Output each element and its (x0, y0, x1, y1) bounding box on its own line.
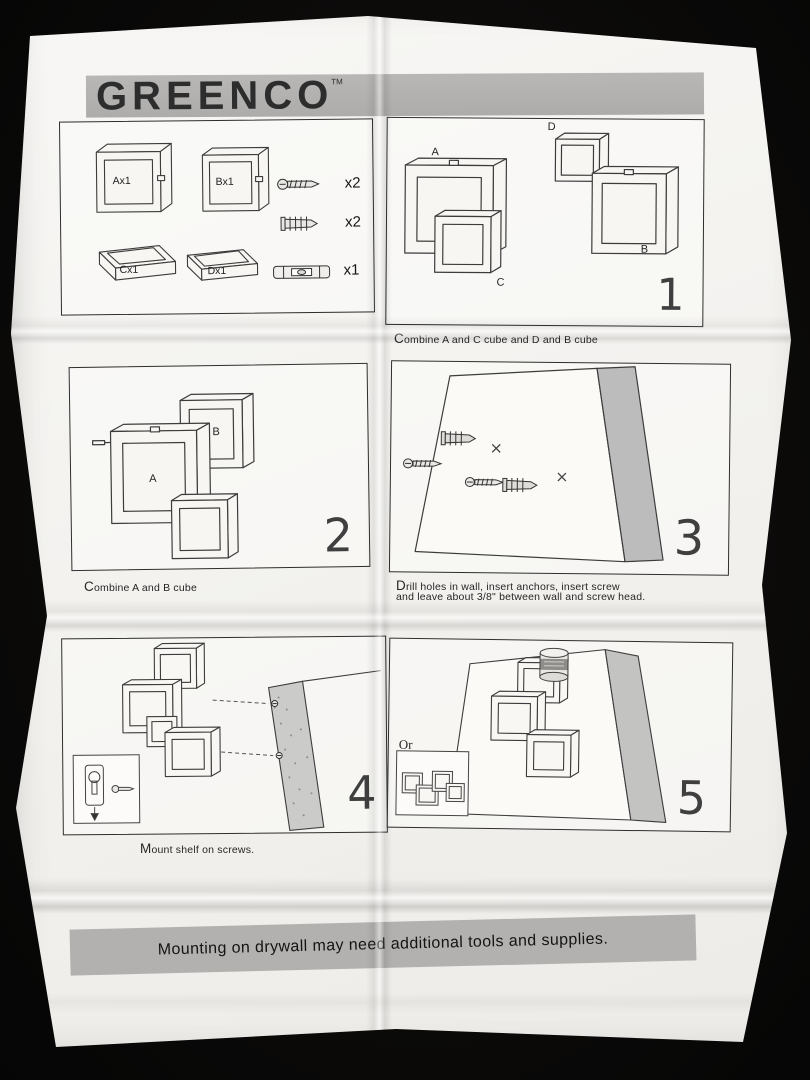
brand-banner: GREENCO TM (85, 72, 705, 119)
step-2-number: 2 (323, 508, 354, 563)
wall-speckle-texture (273, 696, 313, 817)
cube-d-label: D (547, 121, 556, 134)
step-3-number: 3 (673, 510, 705, 567)
screw-icon (277, 178, 320, 190)
cube-d-icon (554, 132, 610, 182)
panel-step-4: 4 (61, 635, 388, 836)
screw-icon (464, 477, 505, 488)
wall-screw-icon (271, 700, 283, 760)
cube-b-part-icon (201, 146, 270, 212)
step-5-number: 5 (676, 770, 707, 826)
step-2-caption: Combine A and B cube (84, 579, 197, 594)
wall-icon (414, 366, 664, 563)
cube-b-label: B (640, 243, 649, 256)
keyhole-detail-icon (72, 754, 141, 824)
horizontal-fold-crease-2 (11, 600, 791, 632)
cube-c-icon (434, 209, 502, 274)
footer-banner: Mounting on drywall may need additional … (69, 914, 697, 976)
panel-parts-list: Ax1 Bx1 Cx1 Dx1 x2 x2 x1 (58, 118, 376, 316)
horizontal-fold-crease-4 (11, 992, 791, 1014)
panel-step-1: A C D B 1 (385, 116, 705, 328)
cube-a-label: A (431, 146, 439, 159)
footer-note: Mounting on drywall may need additional … (157, 930, 609, 959)
step2-illustration (92, 392, 255, 560)
anchor-icon (440, 431, 477, 446)
cube-c-label: C (496, 276, 505, 289)
step-3-caption-line2: and leave about 3/8" between wall and sc… (396, 591, 646, 603)
step5-illustration (395, 647, 667, 824)
step-1-number: 1 (656, 269, 685, 321)
parts-illustration (95, 142, 331, 281)
cube-d-part-label: Dx1 (207, 264, 227, 278)
cube-b-icon (591, 165, 679, 255)
connector-pin-icon (92, 440, 111, 446)
step3-illustration (403, 366, 664, 563)
level-quantity: x1 (343, 261, 360, 279)
brand-logo: GREENCO (95, 73, 334, 119)
or-label: Or (398, 736, 413, 752)
alternate-layout-inset-icon (395, 750, 470, 817)
level-icon (273, 265, 331, 279)
position-mark-icon (491, 443, 567, 482)
step-4-number: 4 (346, 765, 377, 820)
panel-step-3: 3 (388, 360, 732, 576)
mounted-shelf-icon (490, 656, 580, 778)
anchor-icon (502, 477, 538, 493)
step4-illustration (72, 642, 381, 832)
wall-edge-icon (267, 670, 381, 832)
cube-a-part-label: Ax1 (112, 174, 131, 188)
shelf-cluster-icon (122, 642, 221, 778)
cube-c-part-icon (98, 245, 177, 281)
cube-c-icon (170, 493, 239, 560)
brand-trademark: TM (331, 76, 343, 86)
step-3-caption-line1: Drill holes in wall, insert anchors, ins… (396, 578, 620, 593)
anchor-kit-cylinder-icon (539, 647, 569, 682)
cube-a-part-icon (95, 142, 173, 213)
panel-step-5: Or 5 (386, 637, 734, 833)
alignment-guide-lines (212, 699, 274, 757)
cube-d-part-icon (186, 249, 259, 281)
cube-a-label: A (149, 472, 157, 485)
cube-b-label: B (212, 425, 220, 439)
screws-quantity: x2 (344, 174, 361, 192)
step1-illustration (404, 132, 679, 274)
cube-c-part-label: Cx1 (119, 263, 139, 277)
horizontal-fold-crease-3 (11, 878, 791, 914)
panel-step-2: B A 2 (68, 362, 371, 572)
cube-b-part-label: Bx1 (215, 175, 234, 189)
anchors-quantity: x2 (344, 213, 361, 231)
screw-icon (403, 458, 443, 469)
anchor-icon (280, 216, 319, 231)
step-1-caption: Combine A and C cube and D and B cube (394, 331, 598, 346)
step-4-caption: Mount shelf on screws. (140, 841, 255, 856)
